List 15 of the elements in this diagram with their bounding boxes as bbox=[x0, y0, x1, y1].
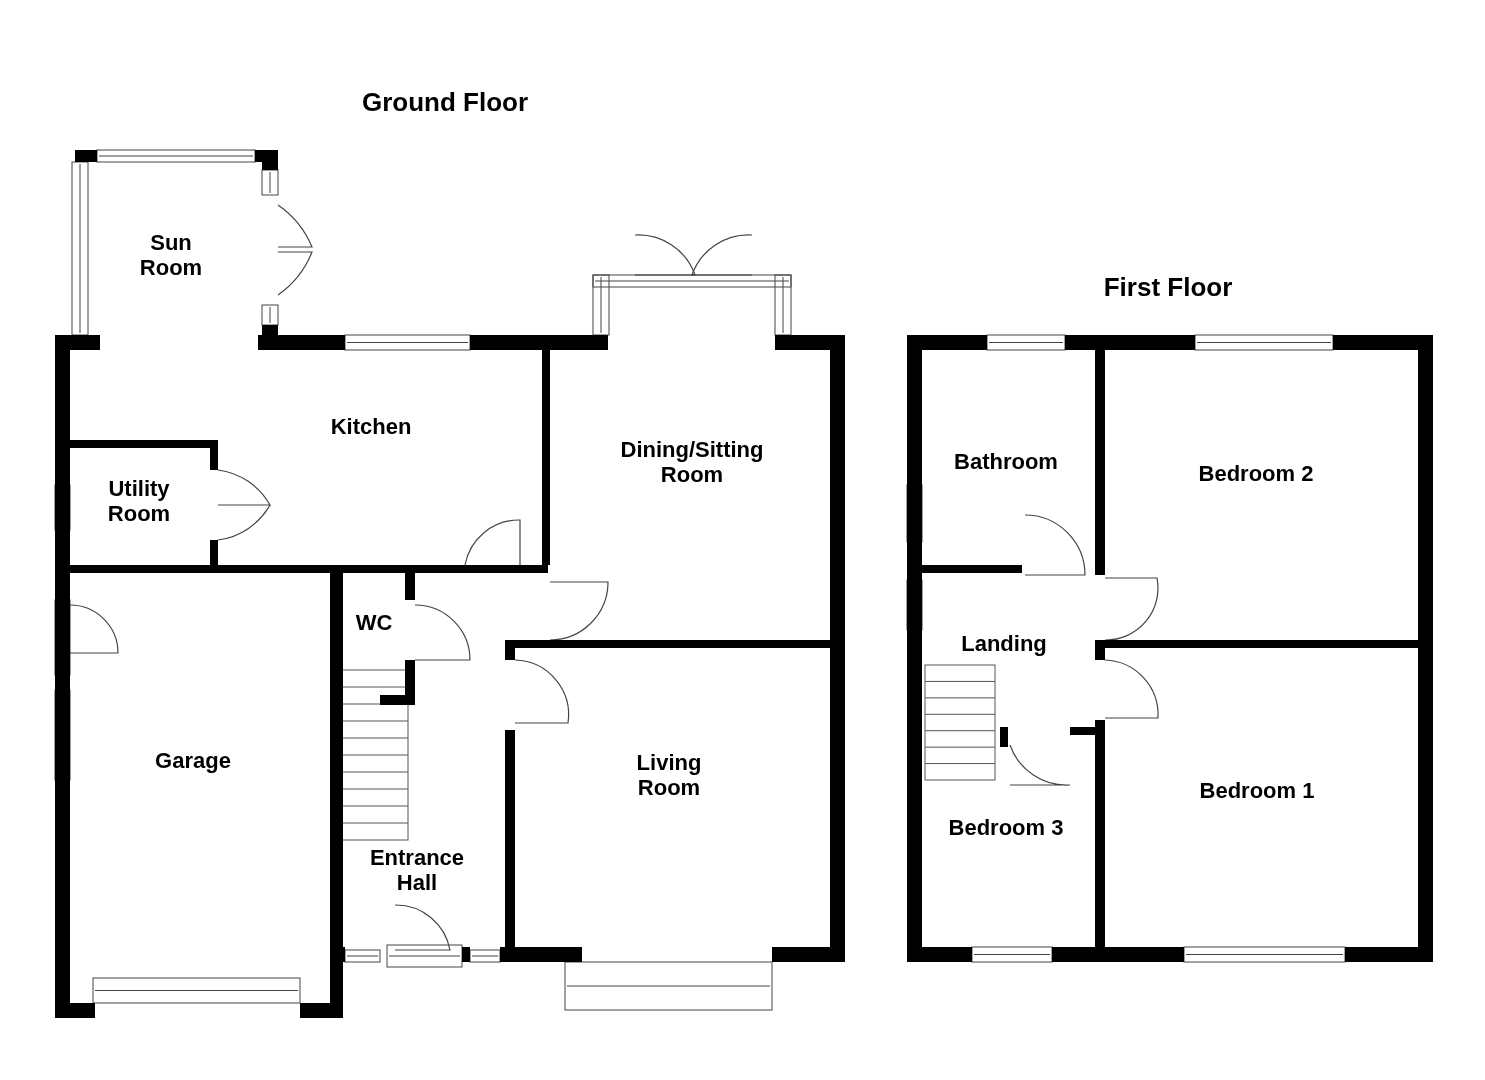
room-label: Bedroom 2 bbox=[1181, 460, 1331, 486]
floor-heading: First Floor bbox=[1103, 271, 1233, 303]
room-label: Kitchen bbox=[311, 413, 431, 439]
room-label: Bedroom 3 bbox=[931, 814, 1081, 840]
room-label: Bathroom bbox=[936, 448, 1076, 474]
room-label: Bedroom 1 bbox=[1182, 777, 1332, 803]
room-label: Garage bbox=[133, 747, 253, 773]
room-label: WC bbox=[344, 609, 404, 635]
room-label: Landing bbox=[944, 630, 1064, 656]
floor-heading: Ground Floor bbox=[361, 86, 529, 118]
room-label: Dining/Sitting Room bbox=[597, 437, 787, 487]
room-label: Sun Room bbox=[126, 230, 216, 280]
room-label: Utility Room bbox=[94, 476, 184, 526]
room-label: Living Room bbox=[619, 750, 719, 800]
room-label: Entrance Hall bbox=[352, 845, 482, 895]
